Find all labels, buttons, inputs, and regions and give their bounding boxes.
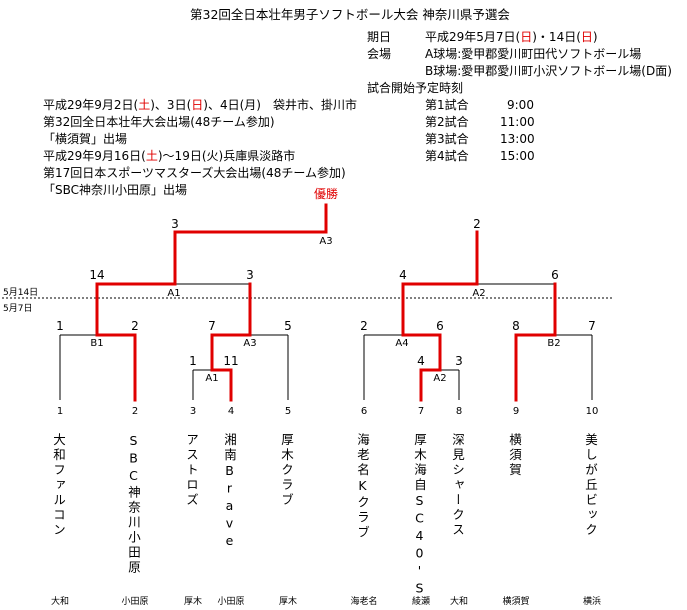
match-label-a2: A2 [433, 373, 447, 384]
team-slot-3: 3 [189, 406, 197, 417]
score-a1-right: 11 [223, 354, 239, 368]
team-name-7: 厚木海自SC40'S [412, 433, 427, 598]
team-city-5: 厚木 [278, 597, 297, 607]
match-label-final: A3 [319, 236, 333, 247]
atsugi-kaiji-path [401, 230, 479, 402]
note-line-6: 「SBC神奈川小田原」出場 [43, 183, 188, 197]
note-line-5: 第17回日本スポーツマスターズ大会出場(48チーム参加) [43, 166, 346, 180]
score-final-right: 2 [473, 217, 481, 231]
team-name-10: 美しが丘ビック [583, 433, 598, 538]
score-semi2-right: 6 [551, 268, 559, 282]
team-name-6: 海老名Kクラブ [355, 433, 370, 541]
team-city-6: 海老名 [350, 597, 378, 607]
team-city-10: 横浜 [582, 597, 601, 607]
team-name-8: 深見シャークス [450, 433, 465, 538]
venue-a: A球場:愛甲郡愛川町田代ソフトボール場 [425, 47, 642, 61]
team-name-3: アストロズ [184, 433, 199, 508]
score-semi1-right: 3 [246, 268, 254, 282]
schedule-time-3: 13:00 [500, 132, 535, 146]
team-name-1: 大和ファルコン [51, 433, 66, 538]
team-city-7: 綾瀬 [411, 597, 430, 607]
schedule-title: 試合開始予定時刻 [367, 81, 464, 95]
score-a2-right: 3 [455, 354, 463, 368]
team-slot-7: 7 [417, 406, 425, 417]
schedule-game-4: 第4試合 [425, 149, 469, 163]
team-slot-9: 9 [512, 406, 520, 417]
score-a1-left: 1 [189, 354, 197, 368]
note-line-4: 平成29年9月16日(土)〜19日(火)兵庫県淡路市 [43, 149, 296, 163]
schedule-time-4: 15:00 [500, 149, 535, 163]
score-b1-left: 1 [56, 319, 64, 333]
note-line-2: 第32回全日本壮年大会出場(48チーム参加) [43, 115, 275, 129]
schedule-game-3: 第3試合 [425, 132, 469, 146]
team-city-1: 大和 [50, 597, 69, 607]
note-line-1: 平成29年9月2日(土)、3日(日)、4日(月) 袋井市、掛川市 [43, 98, 357, 112]
period-label: 期日 [367, 30, 392, 44]
match-label-semi2: A2 [472, 288, 486, 299]
date-label-bottom: 5月7日 [3, 304, 33, 314]
score-a4-right: 6 [436, 319, 444, 333]
team-city-4: 小田原 [217, 597, 245, 607]
score-a3-right: 5 [284, 319, 292, 333]
match-label-semi1: A1 [167, 288, 181, 299]
match-label-a3: A3 [243, 338, 257, 349]
team-name-5: 厚木クラブ [279, 433, 294, 508]
schedule-time-2: 11:00 [500, 115, 535, 129]
team-city-8: 大和 [449, 597, 468, 607]
match-label-b2: B2 [547, 338, 561, 349]
schedule-time-1: 9:00 [507, 98, 534, 112]
match-label-a1: A1 [205, 373, 219, 384]
champion-label: 優勝 [314, 187, 339, 201]
team-slot-4: 4 [227, 406, 235, 417]
venue-b: B球場:愛甲郡愛川町小沢ソフトボール場(D面) [425, 64, 672, 78]
match-label-b1: B1 [90, 338, 104, 349]
yokosuka-path [514, 282, 557, 402]
team-slot-10: 10 [585, 406, 599, 417]
score-semi2-left: 4 [399, 268, 407, 282]
score-b1-right: 2 [131, 319, 139, 333]
team-slot-2: 2 [131, 406, 139, 417]
match-label-a4: A4 [395, 338, 409, 349]
team-name-2: SBC神奈川小田原 [126, 433, 141, 576]
score-b2-left: 8 [512, 319, 520, 333]
team-name-9: 横須賀 [507, 433, 522, 478]
champion-path [95, 203, 328, 402]
team-city-3: 厚木 [183, 597, 202, 607]
team-slot-6: 6 [360, 406, 368, 417]
team-city-2: 小田原 [121, 597, 149, 607]
score-semi1-left: 14 [89, 268, 105, 282]
schedule-game-2: 第2試合 [425, 115, 469, 129]
date-label-top: 5月14日 [3, 288, 39, 298]
team-slot-1: 1 [56, 406, 64, 417]
period-value: 平成29年5月7日(日)・14日(日) [425, 30, 598, 44]
score-a2-left: 4 [417, 354, 425, 368]
page-title: 第32回全日本壮年男子ソフトボール大会 神奈川県予選会 [190, 7, 510, 22]
shonan-path [210, 282, 252, 402]
score-b2-right: 7 [588, 319, 596, 333]
team-name-4: 湘南Brave [222, 433, 237, 551]
team-city-9: 横須賀 [502, 597, 530, 607]
score-a3-left: 7 [208, 319, 216, 333]
team-slot-8: 8 [455, 406, 463, 417]
score-final-left: 3 [171, 217, 179, 231]
schedule-game-1: 第1試合 [425, 98, 469, 112]
team-slot-5: 5 [284, 406, 292, 417]
score-a4-left: 2 [360, 319, 368, 333]
venue-label: 会場 [367, 47, 392, 61]
note-line-3: 「横須賀」出場 [43, 132, 128, 146]
